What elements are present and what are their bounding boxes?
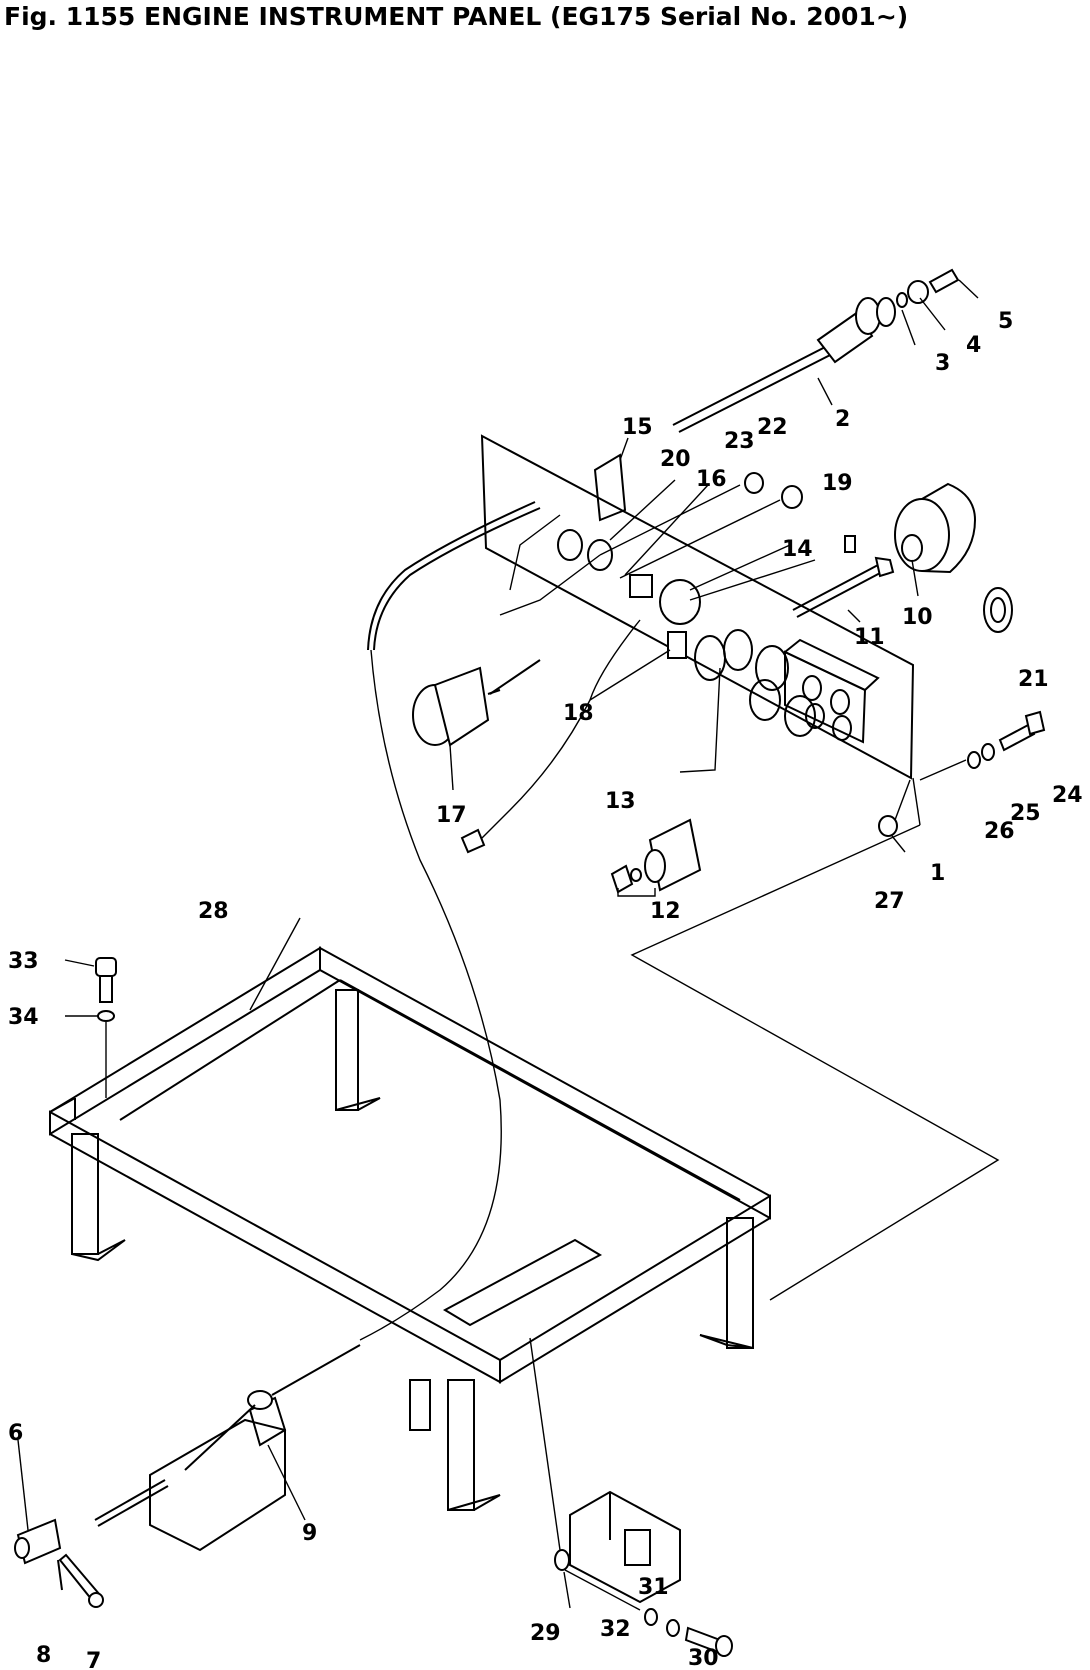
callout-32: 32 xyxy=(600,1617,631,1642)
callout-1: 1 xyxy=(930,861,945,886)
callout-21: 21 xyxy=(1018,667,1049,692)
callout-20: 20 xyxy=(660,447,691,472)
callout-19: 19 xyxy=(822,471,853,496)
callout-23: 23 xyxy=(724,429,755,454)
callout-13: 13 xyxy=(605,789,636,814)
callout-5: 5 xyxy=(998,309,1013,334)
callout-27: 27 xyxy=(874,889,905,914)
panel-components xyxy=(557,453,856,659)
callout-4: 4 xyxy=(966,333,981,358)
callout-31: 31 xyxy=(638,1575,669,1600)
callout-16: 16 xyxy=(696,467,727,492)
callout-6: 6 xyxy=(8,1421,23,1446)
callout-2: 2 xyxy=(835,407,850,432)
key-switch-17 xyxy=(412,659,541,747)
instrument-panel-plate xyxy=(480,434,915,780)
callout-34: 34 xyxy=(8,1005,39,1030)
callout-22: 22 xyxy=(757,415,788,440)
wiring-harness xyxy=(359,501,721,1341)
callout-26: 26 xyxy=(984,819,1015,844)
support-frame-28 xyxy=(49,946,771,1511)
callout-9: 9 xyxy=(302,1521,317,1546)
machine-outline xyxy=(630,777,1000,1301)
callout-15: 15 xyxy=(622,415,653,440)
callout-29: 29 xyxy=(530,1621,561,1646)
callout-14: 14 xyxy=(782,537,813,562)
bolt-33-washer-34 xyxy=(95,957,117,1098)
callout-12: 12 xyxy=(650,899,681,924)
callout-8: 8 xyxy=(36,1643,51,1668)
callout-28: 28 xyxy=(198,899,229,924)
leader-lines xyxy=(17,279,979,1609)
gauge-10 xyxy=(894,482,1013,633)
hour-meter-12 xyxy=(610,818,702,897)
bolt-11 xyxy=(792,556,895,618)
callout-10: 10 xyxy=(902,605,933,630)
callout-17: 17 xyxy=(436,803,467,828)
callout-18: 18 xyxy=(563,701,594,726)
throttle-cable-assembly xyxy=(672,268,960,433)
callout-30: 30 xyxy=(688,1646,719,1670)
relay-box-29 xyxy=(529,1337,733,1657)
figure-title: Fig. 1155 ENGINE INSTRUMENT PANEL (EG175… xyxy=(4,2,909,31)
callout-11: 11 xyxy=(854,625,885,650)
callout-labels: 1 2 3 4 5 6 7 8 9 10 11 12 13 14 15 16 1… xyxy=(8,309,1083,1670)
callout-3: 3 xyxy=(935,351,950,376)
callout-7: 7 xyxy=(86,1649,101,1670)
callout-33: 33 xyxy=(8,949,39,974)
callout-25: 25 xyxy=(1010,801,1041,826)
panel-fasteners xyxy=(878,710,1046,837)
callout-24: 24 xyxy=(1052,783,1083,808)
actuator-lever-9 xyxy=(14,1344,361,1608)
